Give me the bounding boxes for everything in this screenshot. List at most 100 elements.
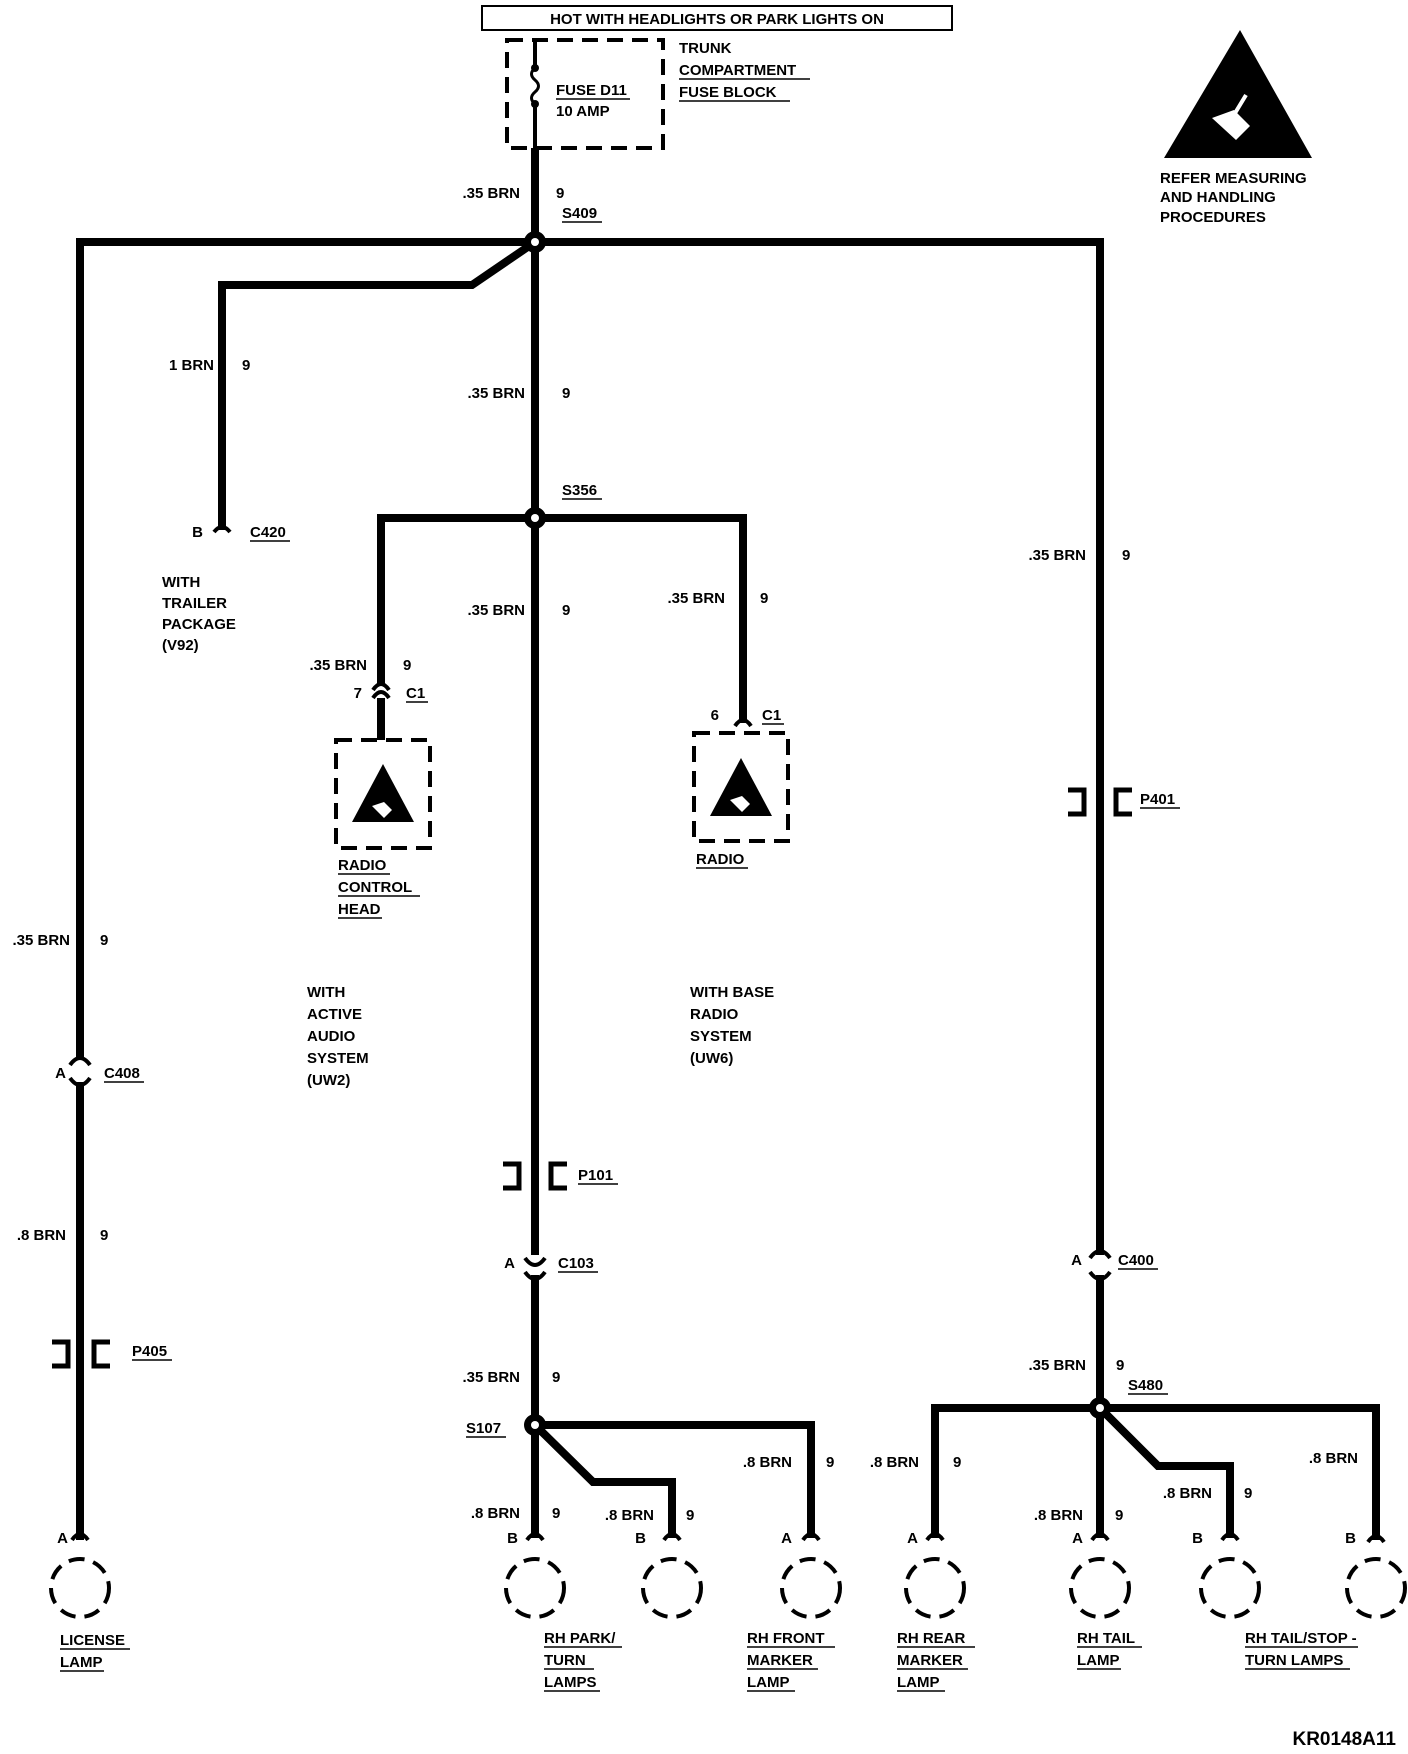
rh-tail-stop-turn-lamp-1: B	[1192, 1530, 1261, 1619]
svg-text:.35 BRN: .35 BRN	[467, 602, 525, 619]
splice-s480: S480	[1089, 1377, 1168, 1419]
svg-text:(UW2): (UW2)	[307, 1072, 350, 1089]
svg-text:AUDIO: AUDIO	[307, 1028, 356, 1045]
fuse-d11: FUSE D11 10 AMP TRUNK COMPARTMENT FUSE B…	[505, 38, 810, 150]
svg-text:RADIO: RADIO	[690, 1006, 739, 1023]
svg-text:ACTIVE: ACTIVE	[307, 1006, 362, 1023]
svg-text:A: A	[1071, 1252, 1082, 1269]
pass-through-p101: P101	[503, 1161, 618, 1191]
connector-c103: A C103	[504, 1255, 598, 1281]
svg-text:HEAD: HEAD	[338, 901, 381, 918]
bulb-icon	[49, 1557, 111, 1619]
svg-text:TURN LAMPS: TURN LAMPS	[1245, 1652, 1343, 1669]
svg-text:S107: S107	[466, 1420, 501, 1437]
svg-text:B: B	[1192, 1530, 1203, 1547]
svg-text:B: B	[192, 524, 203, 541]
esd-note-line2: AND HANDLING	[1160, 189, 1276, 206]
svg-text:LAMPS: LAMPS	[544, 1674, 597, 1691]
svg-text:LAMP: LAMP	[1077, 1652, 1120, 1669]
rh-rear-marker-lamp: A RH REAR MARKER LAMP	[897, 1530, 975, 1692]
svg-text:9: 9	[562, 602, 570, 619]
radio: RADIO	[692, 731, 790, 869]
svg-text:.8 BRN: .8 BRN	[1163, 1485, 1212, 1502]
svg-text:RH FRONT: RH FRONT	[747, 1630, 825, 1647]
svg-text:RADIO: RADIO	[696, 851, 745, 868]
rh-tail-stop-turn-label: RH TAIL/STOP - TURN LAMPS	[1245, 1630, 1358, 1670]
svg-text:9: 9	[686, 1507, 694, 1524]
svg-text:P405: P405	[132, 1343, 167, 1360]
svg-text:WITH: WITH	[307, 984, 345, 1001]
power-source-header: HOT WITH HEADLIGHTS OR PARK LIGHTS ON	[481, 5, 953, 31]
esd-note-line3: PROCEDURES	[1160, 209, 1266, 226]
svg-text:9: 9	[1244, 1485, 1252, 1502]
svg-text:.8 BRN: .8 BRN	[605, 1507, 654, 1524]
wires	[76, 148, 1380, 1540]
bulb-icon	[1069, 1557, 1131, 1619]
svg-text:S409: S409	[562, 205, 597, 222]
svg-text:.35 BRN: .35 BRN	[1028, 547, 1086, 564]
svg-text:A: A	[1072, 1530, 1083, 1547]
svg-text:(UW6): (UW6)	[690, 1050, 733, 1067]
bulb-icon	[1199, 1557, 1261, 1619]
svg-text:SYSTEM: SYSTEM	[307, 1050, 369, 1067]
esd-warning-icon	[1164, 30, 1312, 158]
fuse-block-line1: TRUNK	[679, 40, 732, 57]
power-source-label: HOT WITH HEADLIGHTS OR PARK LIGHTS ON	[550, 11, 884, 28]
bulb-icon	[641, 1557, 703, 1619]
svg-text:A: A	[55, 1065, 66, 1082]
svg-text:.35 BRN: .35 BRN	[309, 657, 367, 674]
esd-warning: REFER MEASURING AND HANDLING PROCEDURES	[1160, 30, 1312, 226]
splice-s107: S107	[466, 1414, 546, 1438]
svg-text:9: 9	[760, 590, 768, 607]
svg-text:S356: S356	[562, 482, 597, 499]
svg-text:9: 9	[953, 1454, 961, 1471]
svg-text:9: 9	[552, 1505, 560, 1522]
connector-c420: B C420	[192, 524, 290, 542]
wire-labels: .35 BRN 9 1 BRN 9 .35 BRN 9 .35 BRN 9 .3…	[12, 185, 1358, 1524]
splice-s356: S356	[524, 482, 602, 529]
svg-text:.35 BRN: .35 BRN	[12, 932, 70, 949]
svg-text:9: 9	[556, 185, 564, 202]
svg-text:RH TAIL: RH TAIL	[1077, 1630, 1135, 1647]
fuse-name: FUSE D11	[556, 82, 627, 99]
option-base-radio: WITH BASE RADIO SYSTEM (UW6)	[690, 984, 774, 1067]
bulb-icon	[904, 1557, 966, 1619]
svg-text:RH TAIL/STOP -: RH TAIL/STOP -	[1245, 1630, 1357, 1647]
license-lamp: A LICENSE LAMP	[49, 1530, 130, 1672]
svg-text:9: 9	[562, 385, 570, 402]
svg-text:P401: P401	[1140, 791, 1175, 808]
radio-control-head: RADIO CONTROL HEAD	[334, 738, 432, 919]
svg-text:.35 BRN: .35 BRN	[467, 385, 525, 402]
svg-text:RH REAR: RH REAR	[897, 1630, 966, 1647]
fuse-block-line2: COMPARTMENT	[679, 62, 796, 79]
bulb-icon	[504, 1557, 566, 1619]
svg-text:LAMP: LAMP	[747, 1674, 790, 1691]
svg-text:CONTROL: CONTROL	[338, 879, 412, 896]
svg-text:7: 7	[354, 685, 362, 702]
svg-text:9: 9	[1116, 1357, 1124, 1374]
svg-text:RADIO: RADIO	[338, 857, 387, 874]
svg-text:WITH BASE: WITH BASE	[690, 984, 774, 1001]
svg-text:9: 9	[552, 1369, 560, 1386]
svg-text:9: 9	[826, 1454, 834, 1471]
svg-text:TRAILER: TRAILER	[162, 595, 227, 612]
splice-s409: S409	[524, 205, 602, 253]
svg-text:.35 BRN: .35 BRN	[667, 590, 725, 607]
svg-text:A: A	[907, 1530, 918, 1547]
svg-text:.8 BRN: .8 BRN	[1309, 1450, 1358, 1467]
svg-text:A: A	[504, 1255, 515, 1272]
esd-icon	[710, 758, 772, 816]
pass-through-p401: P401	[1068, 787, 1180, 817]
svg-text:P101: P101	[578, 1167, 613, 1184]
svg-text:SYSTEM: SYSTEM	[690, 1028, 752, 1045]
svg-text:.8 BRN: .8 BRN	[471, 1505, 520, 1522]
svg-text:9: 9	[100, 1227, 108, 1244]
svg-text:B: B	[635, 1530, 646, 1547]
rh-park-turn-lamp-2: B	[635, 1530, 703, 1619]
svg-text:S480: S480	[1128, 1377, 1163, 1394]
fuse-rating: 10 AMP	[556, 103, 610, 120]
svg-text:LAMP: LAMP	[897, 1674, 940, 1691]
svg-text:.35 BRN: .35 BRN	[462, 185, 520, 202]
svg-text:RH PARK/: RH PARK/	[544, 1630, 616, 1647]
svg-text:B: B	[507, 1530, 518, 1547]
